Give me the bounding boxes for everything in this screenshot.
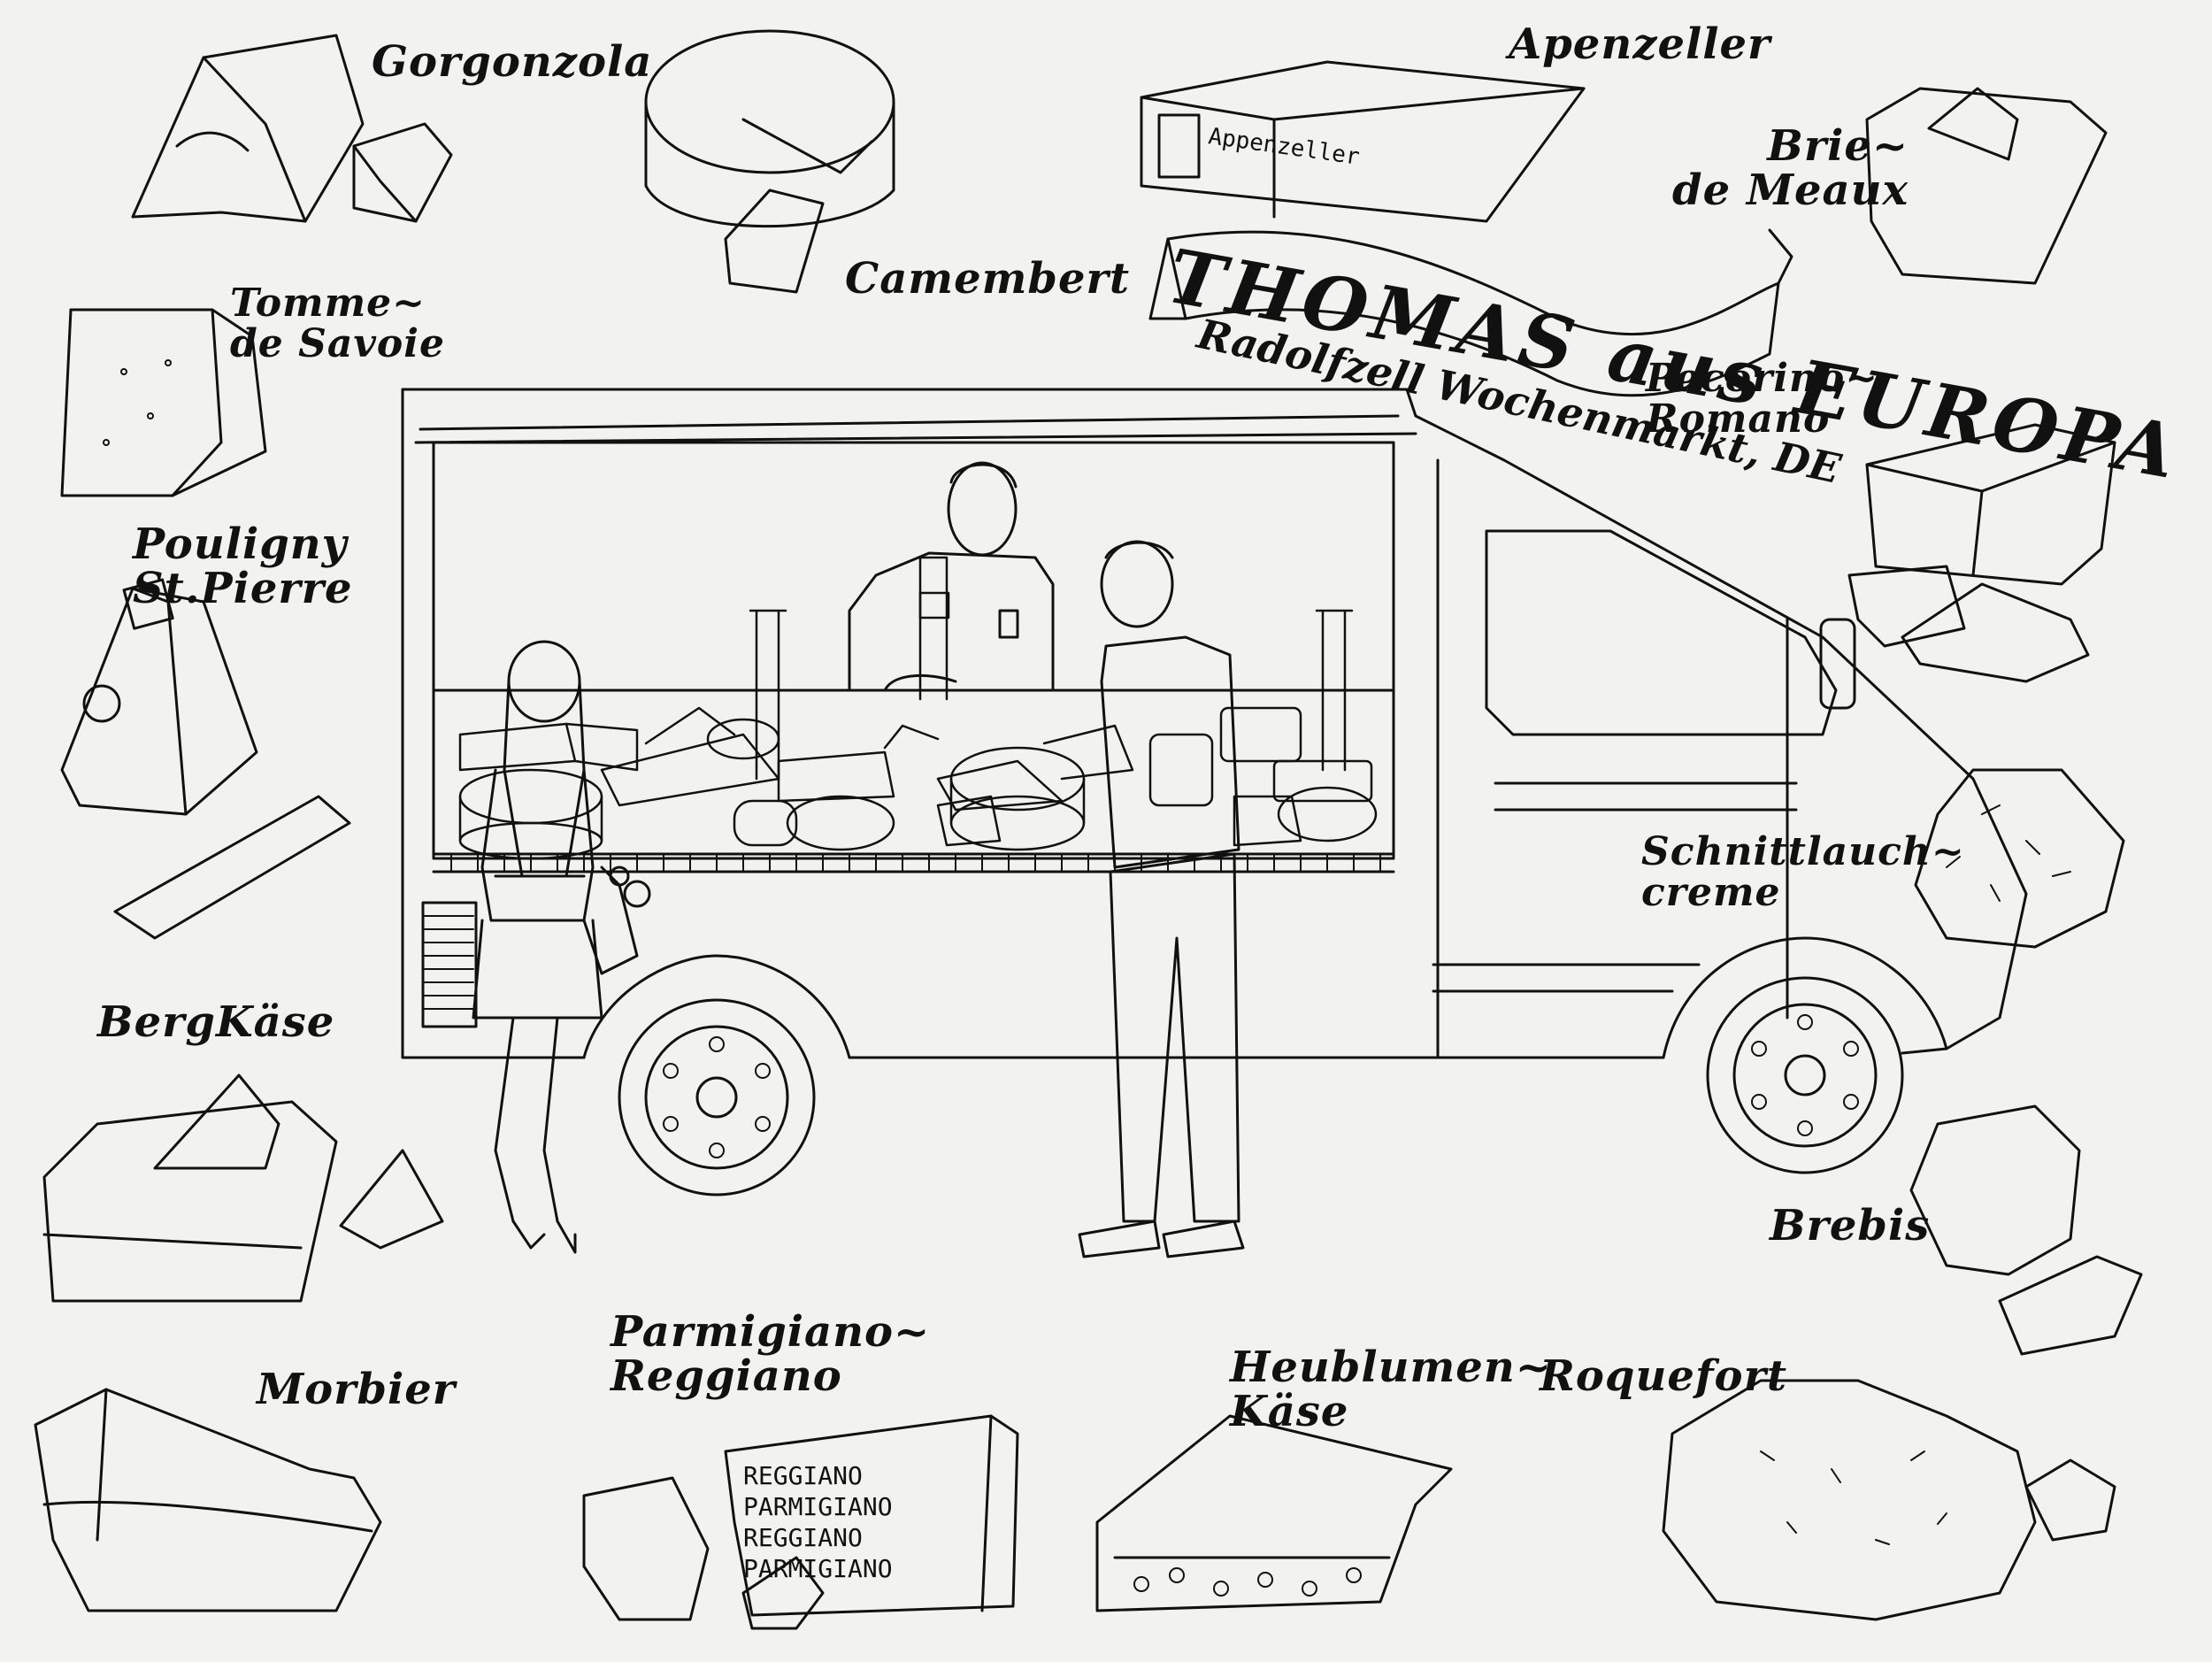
label-parmigiano: Parmigiano~ Reggiano	[611, 1307, 931, 1402]
camembert-cheese	[644, 29, 895, 294]
banner-ribbon	[1148, 228, 1793, 397]
gorgonzola-cheese	[131, 34, 453, 223]
market-van	[401, 388, 2028, 1196]
parmigiano-cheese	[582, 1414, 1019, 1630]
label-brie: Brie~ de Meaux	[1672, 121, 1909, 216]
pouligny-cheese	[60, 578, 351, 940]
scales	[749, 556, 1354, 781]
apenzeller-cheese	[1140, 60, 1586, 223]
man-customer	[1078, 540, 1245, 1258]
schnittlauch-cheese	[1914, 768, 2125, 949]
roquefort-cheese	[1662, 1379, 2116, 1621]
label-morbier: Morbier	[257, 1365, 457, 1414]
morbier-cheese	[34, 1388, 382, 1612]
brie-cheese	[1865, 87, 2108, 285]
parmigiano-stamp: REGGIANO PARMIGIANO REGGIANO PARMIGIANO	[743, 1461, 893, 1583]
label-roquefort: Roquefort	[1540, 1351, 1788, 1401]
woman-customer	[472, 640, 651, 1254]
heublumen-cheese	[1095, 1414, 1453, 1612]
display-cheeses	[458, 706, 1378, 860]
pecorino-cheese	[1847, 423, 2116, 683]
label-heublumen: Heublumen~ Käse	[1230, 1343, 1552, 1437]
label-pouligny: Pouligny St.Pierre	[133, 519, 353, 614]
label-camembert: Camembert	[845, 254, 1130, 304]
tomme-cheese	[60, 308, 267, 497]
label-tomme: Tomme~ de Savoie	[230, 281, 445, 367]
label-bergkase: BergKäse	[97, 997, 335, 1047]
brebis-cheese	[1909, 1104, 2143, 1356]
label-apenzeller: Apenzeller	[1509, 19, 1771, 69]
label-schnittlauch: Schnittlauch~ creme	[1641, 829, 1965, 916]
label-pecorino: Pecorino~ Romano	[1646, 356, 1879, 442]
bergkase-cheese	[42, 1073, 444, 1303]
vendor	[848, 461, 1055, 692]
label-brebis: Brebis	[1770, 1201, 1931, 1250]
label-gorgonzola: Gorgonzola	[372, 37, 653, 87]
